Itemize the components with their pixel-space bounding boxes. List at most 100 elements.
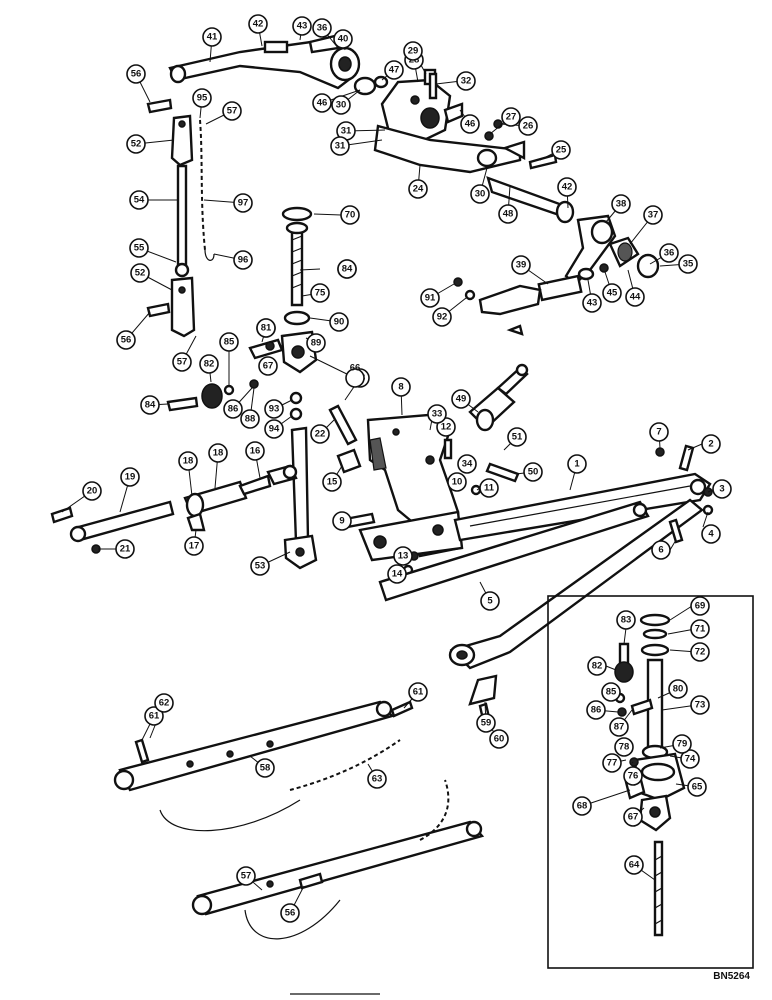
callout-86b: 86	[586, 700, 606, 720]
callout-39: 39	[511, 255, 531, 275]
svg-text:52: 52	[135, 268, 146, 279]
bolt-6	[668, 518, 684, 544]
leveling-rod-lower	[283, 426, 318, 570]
callout-61b: 61	[408, 682, 428, 702]
svg-text:91: 91	[425, 293, 436, 304]
svg-text:57: 57	[241, 871, 252, 882]
callout-41: 41	[202, 27, 222, 47]
svg-text:96: 96	[238, 255, 249, 266]
svg-text:86: 86	[591, 705, 602, 716]
svg-text:25: 25	[556, 145, 567, 156]
pin-62	[134, 738, 150, 764]
callout-65: 65	[687, 777, 707, 797]
bushing-30b	[476, 148, 498, 168]
callout-46a: 46	[312, 93, 332, 113]
callout-53: 53	[250, 556, 270, 576]
svg-text:78: 78	[619, 742, 630, 753]
callout-49: 49	[451, 389, 471, 409]
callout-70: 70	[340, 205, 360, 225]
callout-18b: 18	[178, 451, 198, 471]
callout-31a: 31	[336, 121, 356, 141]
callout-73: 73	[690, 695, 710, 715]
callout-30a: 30	[331, 95, 351, 115]
svg-text:57: 57	[227, 106, 238, 117]
callout-36b: 36	[659, 243, 679, 263]
callout-76: 76	[623, 766, 643, 786]
hook-96	[204, 249, 215, 261]
callout-55: 55	[129, 238, 149, 258]
svg-text:1: 1	[574, 459, 580, 470]
svg-text:22: 22	[315, 429, 326, 440]
svg-text:9: 9	[339, 516, 344, 527]
callout-54: 54	[129, 190, 149, 210]
callout-15: 15	[322, 472, 342, 492]
svg-text:36: 36	[664, 248, 675, 259]
leveling-crank-upper	[248, 206, 318, 374]
parts-artwork	[50, 34, 754, 969]
callout-34: 34	[457, 454, 477, 474]
lift-sleeve	[537, 274, 583, 302]
upper-rockshaft-arm	[168, 34, 361, 90]
svg-text:18: 18	[183, 456, 194, 467]
svg-text:69: 69	[695, 601, 706, 612]
callout-43a: 43	[292, 16, 312, 36]
svg-text:24: 24	[413, 184, 424, 195]
callout-59: 59	[476, 713, 496, 733]
svg-text:60: 60	[494, 734, 505, 745]
callout-3: 3	[712, 479, 732, 499]
callout-56c: 56	[280, 903, 300, 923]
callout-56b: 56	[116, 330, 136, 350]
svg-text:81: 81	[261, 323, 272, 334]
svg-text:77: 77	[607, 758, 618, 769]
svg-text:39: 39	[516, 260, 527, 271]
callout-7: 7	[649, 422, 669, 442]
callout-45: 45	[602, 283, 622, 303]
svg-text:67: 67	[263, 361, 274, 372]
callout-68: 68	[572, 796, 592, 816]
callout-22: 22	[310, 424, 330, 444]
callout-91: 91	[420, 288, 440, 308]
washer-85	[223, 384, 235, 396]
svg-text:71: 71	[695, 624, 706, 635]
callout-25: 25	[551, 140, 571, 160]
callout-87: 87	[609, 717, 629, 737]
svg-text:14: 14	[392, 569, 403, 580]
pin-50	[485, 462, 520, 483]
svg-text:66: 66	[350, 363, 361, 374]
svg-text:17: 17	[189, 541, 200, 552]
svg-text:19: 19	[125, 472, 136, 483]
svg-text:49: 49	[456, 394, 467, 405]
callout-69: 69	[690, 596, 710, 616]
callout-74: 74	[680, 749, 700, 769]
bolt-12	[443, 438, 453, 460]
bushing-15	[336, 448, 362, 474]
svg-text:82: 82	[592, 661, 603, 672]
callout-63: 63	[367, 769, 387, 789]
callout-20: 20	[82, 481, 102, 501]
washer-94	[289, 407, 303, 421]
svg-text:40: 40	[338, 34, 349, 45]
callout-58: 58	[255, 758, 275, 778]
callout-84a: 84	[140, 395, 160, 415]
callout-93: 93	[264, 399, 284, 419]
svg-text:74: 74	[685, 754, 696, 765]
washer-4	[702, 504, 714, 516]
svg-text:80: 80	[673, 684, 684, 695]
svg-text:50: 50	[528, 467, 539, 478]
callout-2: 2	[701, 434, 721, 454]
nut-34	[425, 455, 435, 465]
svg-text:44: 44	[630, 292, 641, 303]
callout-26: 26	[518, 116, 538, 136]
nut-7	[655, 447, 665, 457]
callout-88: 88	[240, 409, 260, 429]
callout-42a: 42	[248, 14, 268, 34]
svg-text:27: 27	[506, 112, 517, 123]
top-link-assembly	[50, 464, 298, 554]
svg-text:83: 83	[621, 615, 632, 626]
svg-text:11: 11	[484, 483, 495, 494]
chain-63	[289, 739, 401, 791]
svg-text:57: 57	[177, 357, 188, 368]
svg-text:46: 46	[465, 119, 476, 130]
svg-text:26: 26	[523, 121, 534, 132]
